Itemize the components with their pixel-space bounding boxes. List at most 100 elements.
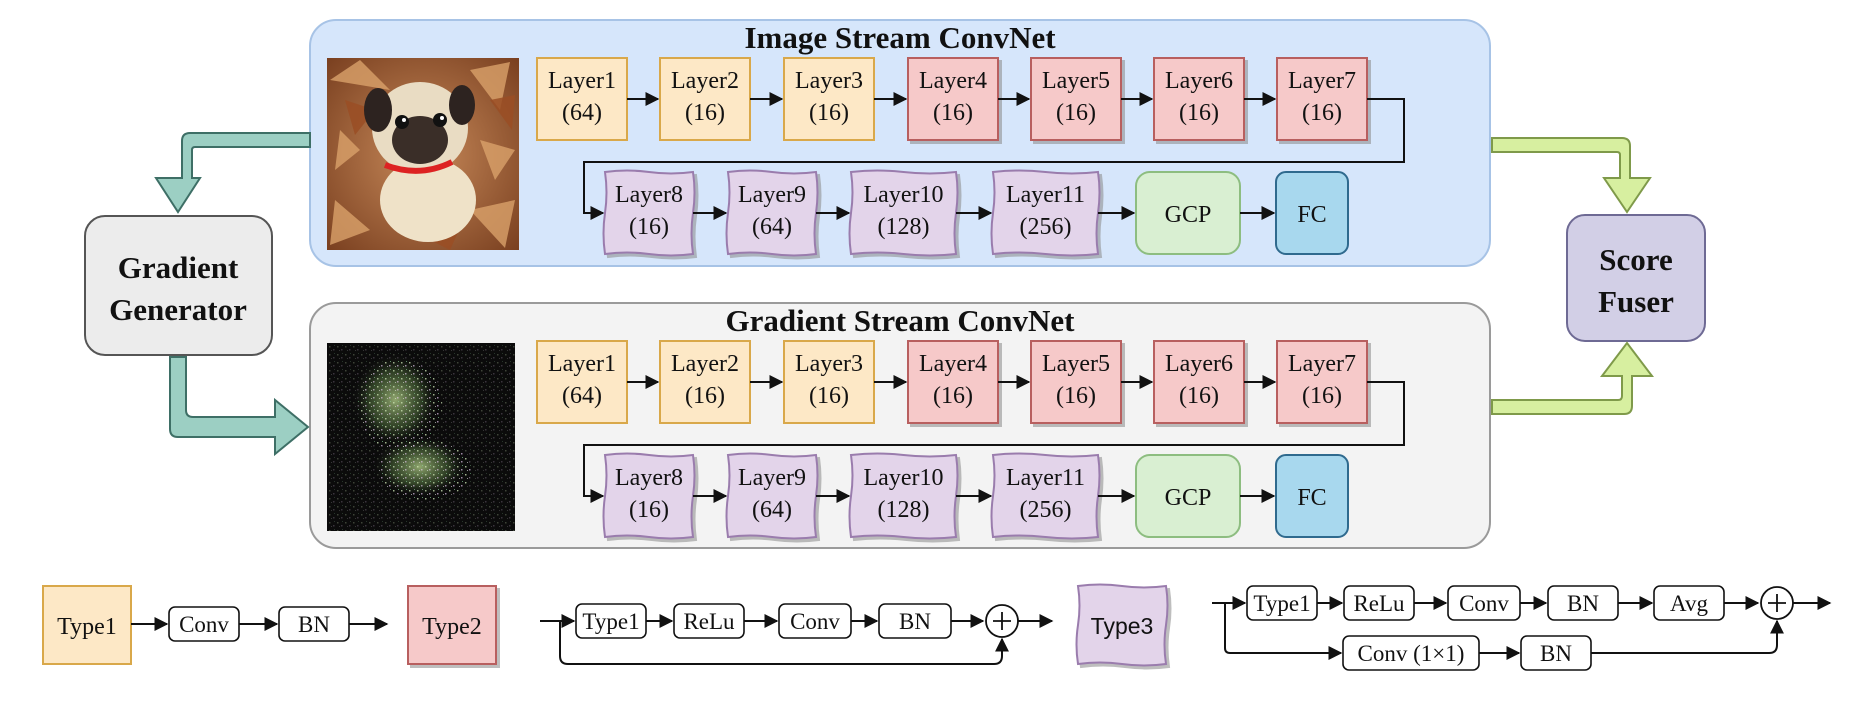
layer-name: Layer9	[738, 465, 806, 491]
type2-op-bn: BN	[899, 609, 931, 634]
type2-label: Type2	[422, 614, 482, 640]
layer-name: Layer6	[1165, 351, 1233, 377]
layer-channels: (64)	[562, 383, 602, 409]
gradient-generator-label-2: Generator	[109, 292, 247, 327]
layer-name: Layer10	[864, 465, 944, 491]
generator-to-gradient-arrow	[169, 356, 310, 457]
type1-label: Type1	[57, 614, 117, 640]
layer-channels: (16)	[809, 100, 849, 126]
gradient-noise-image	[327, 343, 515, 531]
layer-1: Layer1(64)	[536, 340, 628, 424]
layer-box-type3	[848, 169, 959, 257]
layer-box-type2	[1030, 340, 1122, 424]
pug-photo	[327, 58, 519, 250]
layer-7: Layer7(16)	[1276, 57, 1368, 141]
type3-shortcut-conv1x1: Conv (1×1)	[1358, 641, 1465, 666]
gradient-to-fuser-arrow	[1491, 341, 1655, 415]
layer-name: Layer2	[671, 351, 739, 377]
layer-6: Layer6 (16)	[1153, 57, 1245, 141]
layer-channels: (16)	[1056, 383, 1096, 409]
image-stream-network: Layer1 (64) Layer2(16) Layer3 (16) Layer4 (16)…	[536, 57, 1405, 257]
layer-3: Layer3 (16)	[783, 57, 875, 141]
layer-box-type1	[783, 340, 875, 424]
layer-5: Layer5(16)	[1030, 57, 1122, 141]
layer-channels: (16)	[1179, 100, 1219, 126]
layer-2: Layer2(16)	[659, 57, 751, 141]
layer-box-type1	[659, 57, 751, 141]
type2-op-conv: Conv	[790, 609, 840, 634]
layer-name: Layer10	[864, 182, 944, 208]
layer-8: Layer8(16)	[602, 452, 696, 540]
layer-box-type3	[602, 452, 696, 540]
layer-channels: (64)	[752, 214, 792, 240]
layer-box-type1	[536, 340, 628, 424]
layer-name: Layer7	[1288, 351, 1356, 377]
layer-8: Layer8(16)	[602, 169, 696, 257]
layer-name: Layer5	[1042, 68, 1110, 94]
layer-5: Layer5 (16)	[1030, 340, 1122, 424]
layer-channels: (128)	[878, 214, 930, 240]
layer-box-type3	[990, 452, 1101, 540]
gradient-generator-block: Gradient Generator	[84, 215, 273, 356]
gcp-label: GCP	[1165, 485, 1212, 511]
layer-name: Layer5	[1042, 351, 1110, 377]
layer-11: Layer11(256)	[990, 452, 1101, 540]
layer-11: Layer11(256)	[990, 169, 1101, 257]
type3-op-bn: BN	[1567, 591, 1599, 616]
layer-channels: (16)	[629, 497, 669, 523]
layer-channels: (16)	[1179, 383, 1219, 409]
layer-name: Layer11	[1006, 182, 1085, 208]
stream-networks: Layer1(64)Layer2(16)Layer3(16)Layer4(16)…	[536, 57, 1405, 540]
layer-box-type3	[725, 452, 819, 540]
layer-name: Layer9	[738, 182, 806, 208]
layer-box-type2	[907, 57, 999, 141]
plus-circle-icon	[1760, 586, 1794, 620]
layer-channels: (16)	[685, 383, 725, 409]
layer-7: Layer7(16)	[1276, 340, 1368, 424]
score-fuser-label-1: Score	[1599, 242, 1672, 277]
layer-box-type3	[602, 169, 696, 257]
layer-box-type3	[725, 169, 819, 257]
type2-op-relu: ReLu	[683, 609, 735, 634]
layer-channels: (64)	[562, 100, 602, 126]
gradient-generator-label-1: Gradient	[118, 250, 239, 285]
layer-4: Layer4 (16)	[907, 57, 999, 141]
layer-channels: (16)	[933, 100, 973, 126]
layer-box-type3	[848, 452, 959, 540]
layer-4: Layer4(16)	[907, 340, 999, 424]
layer-name: Layer4	[919, 68, 987, 94]
type3-op-type1: Type1	[1253, 591, 1310, 616]
fc-block	[1275, 454, 1349, 538]
layer-channels: (16)	[629, 214, 669, 240]
layer-name: Layer3	[795, 68, 863, 94]
layer-channels: (64)	[752, 497, 792, 523]
type3-shortcut-connector	[1224, 603, 1343, 660]
layer-box-type2	[1153, 340, 1245, 424]
layer-3: Layer3(16)	[783, 340, 875, 424]
layer-name: Layer1	[548, 68, 616, 94]
type3-label: Type3	[1091, 613, 1154, 639]
type3-shortcut-to-sum	[1591, 619, 1784, 654]
layer-channels: (128)	[878, 497, 930, 523]
fc-label: FC	[1297, 202, 1326, 228]
image-to-fuser-arrow	[1491, 137, 1652, 214]
gradient-stream-title: Gradient Stream ConvNet	[726, 303, 1076, 338]
type3-op-relu: ReLu	[1353, 591, 1405, 616]
wrap-connector	[583, 381, 1405, 503]
layer-name: Layer6	[1165, 68, 1233, 94]
layer-9: Layer9 (64)	[725, 452, 819, 540]
layer-channels: (16)	[933, 383, 973, 409]
layer-name: Layer3	[795, 351, 863, 377]
gradient-stream-network: Layer1(64)Layer2(16)Layer3(16)Layer4(16)…	[536, 340, 1405, 540]
layer-name: Layer11	[1006, 465, 1085, 491]
score-fuser-label-2: Fuser	[1598, 284, 1674, 319]
gcp-label: GCP	[1165, 202, 1212, 228]
layer-9: Layer9 (64)	[725, 169, 819, 257]
layer-channels: (16)	[685, 100, 725, 126]
type2-swatch	[407, 585, 497, 665]
layer-channels: (16)	[1302, 100, 1342, 126]
layer-6: Layer6 (16)	[1153, 340, 1245, 424]
layer-box-type3	[990, 169, 1101, 257]
